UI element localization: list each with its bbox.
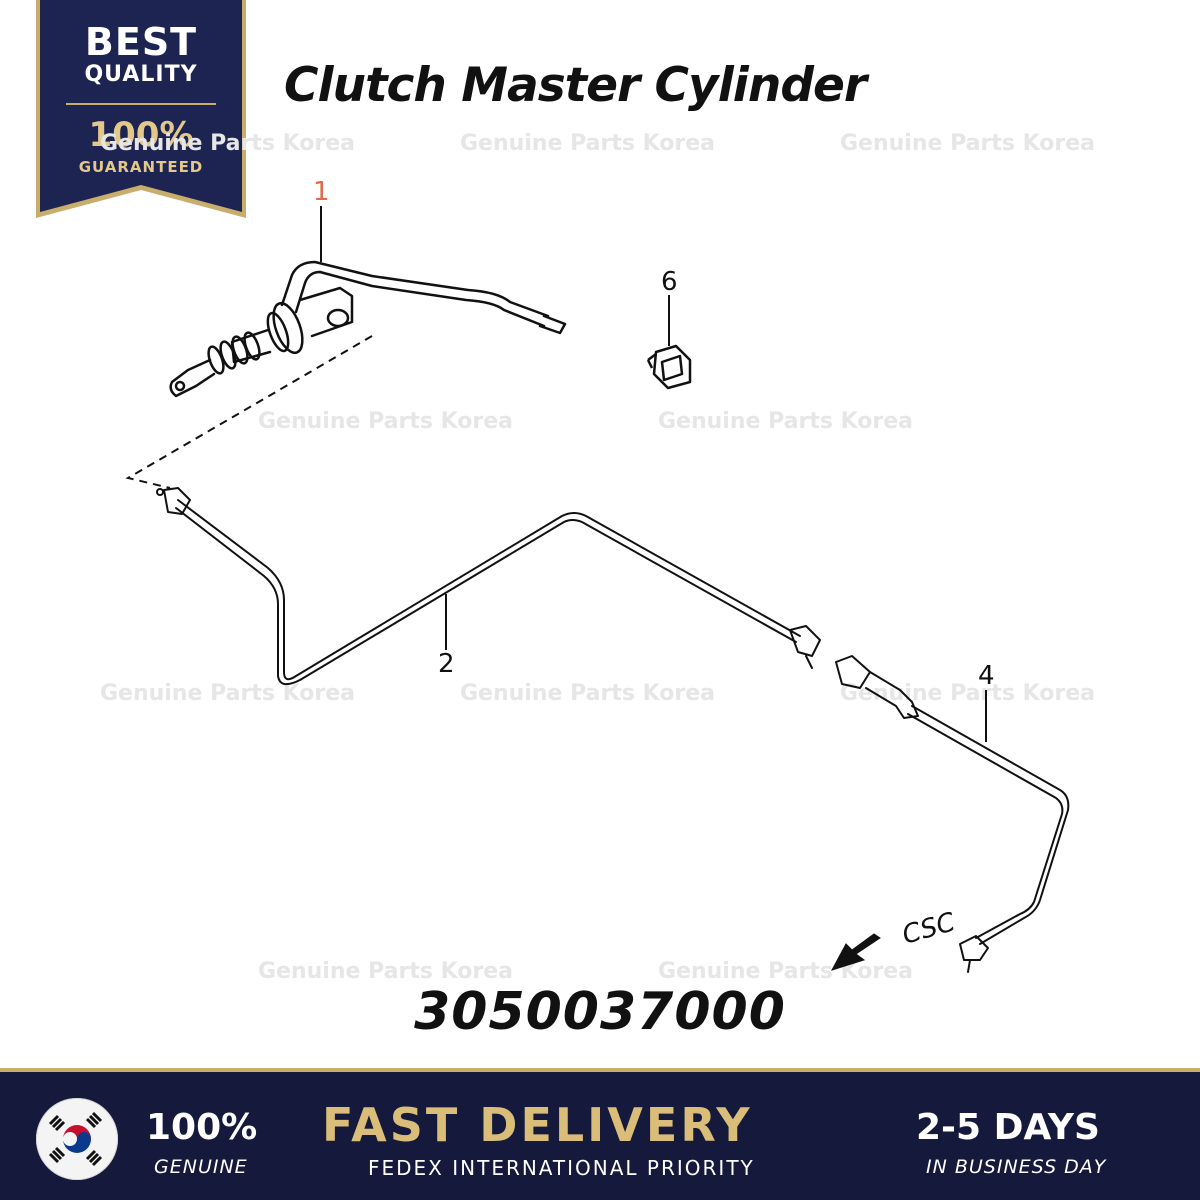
badge-percent: 100% xyxy=(88,115,194,155)
page-title: Clutch Master Cylinder xyxy=(284,58,867,113)
clutch-pipe-part xyxy=(156,487,821,686)
part-number-text: 3050037000 xyxy=(414,982,786,1042)
business-day-label: IN BUSINESS DAY xyxy=(926,1156,1107,1178)
csc-label: CSC xyxy=(899,907,959,951)
watermark-text: Genuine Parts Korea xyxy=(460,131,715,156)
direction-arrow-icon xyxy=(830,933,881,971)
callout-number-1: 1 xyxy=(313,177,330,207)
fast-delivery-heading: FAST DELIVERY xyxy=(322,1098,753,1152)
connection-dashed-line xyxy=(125,335,373,489)
best-quality-badge: BEST QUALITY 100% GUARANTEED xyxy=(36,0,246,220)
badge-best: BEST xyxy=(84,20,198,64)
watermark-text: Genuine Parts Korea xyxy=(100,681,355,706)
watermark-text: Genuine Parts Korea xyxy=(840,681,1095,706)
watermark-text: Genuine Parts Korea xyxy=(840,131,1095,156)
badge-ribbon-shape xyxy=(36,0,246,218)
watermark-text: Genuine Parts Korea xyxy=(258,409,513,434)
parts-diagram: Genuine Parts Korea Genuine Parts Korea … xyxy=(100,131,1095,984)
footer-gold-divider xyxy=(0,1068,1200,1072)
watermark-text: Genuine Parts Korea xyxy=(258,959,513,984)
genuine-percent: 100% xyxy=(146,1107,258,1148)
clutch-hose-part xyxy=(835,655,1070,973)
clutch-master-cylinder-part xyxy=(169,260,567,398)
clip-part xyxy=(646,344,692,390)
callout-leaders xyxy=(320,206,987,742)
callout-number-6: 6 xyxy=(661,267,678,297)
badge-quality: QUALITY xyxy=(84,62,198,87)
callout-number-4: 4 xyxy=(978,661,995,691)
watermark-text: Genuine Parts Korea xyxy=(658,959,913,984)
genuine-label: GENUINE xyxy=(154,1156,248,1178)
badge-guaranteed: GUARANTEED xyxy=(78,158,204,176)
callout-number-2: 2 xyxy=(438,649,455,679)
south-korea-flag-icon xyxy=(36,1098,118,1180)
part-number: 3050037000 xyxy=(0,982,1200,1042)
watermark-text: Genuine Parts Korea xyxy=(100,131,355,156)
watermark-text: Genuine Parts Korea xyxy=(658,409,913,434)
watermark-group: Genuine Parts Korea Genuine Parts Korea … xyxy=(100,131,1095,984)
fedex-priority-label: FEDEX INTERNATIONAL PRIORITY xyxy=(368,1156,755,1180)
delivery-days: 2-5 DAYS xyxy=(916,1107,1100,1148)
footer-banner: 100% GENUINE FAST DELIVERY FEDEX INTERNA… xyxy=(0,1068,1200,1200)
watermark-text: Genuine Parts Korea xyxy=(460,681,715,706)
